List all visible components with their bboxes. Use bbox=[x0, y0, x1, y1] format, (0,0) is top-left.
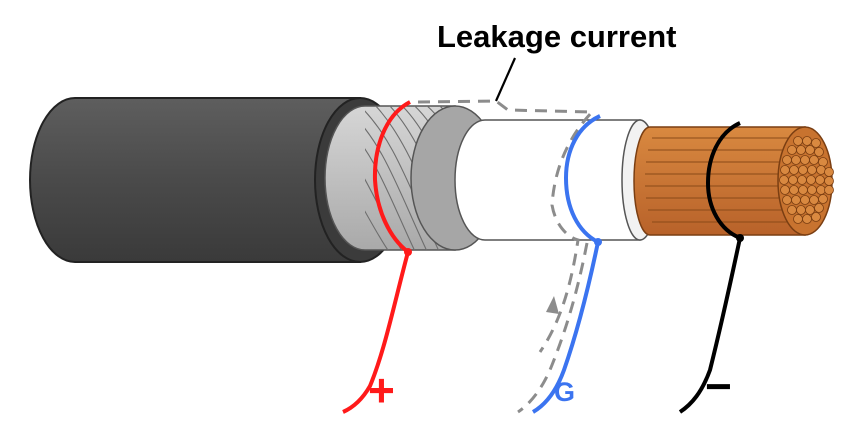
copper-conductor bbox=[633, 126, 834, 236]
guard-terminal-label: G bbox=[554, 377, 575, 407]
leakage-current-path bbox=[417, 99, 596, 414]
negative-lead bbox=[678, 121, 744, 414]
leakage-callout-line bbox=[494, 57, 517, 102]
positive-terminal-label: + bbox=[368, 364, 395, 416]
leakage-current-label: Leakage current bbox=[437, 19, 677, 54]
guard-lead bbox=[531, 114, 602, 414]
negative-terminal-label: − bbox=[705, 360, 732, 412]
positive-lead bbox=[342, 100, 412, 414]
cable-insulation bbox=[454, 119, 659, 241]
leakage-arrow-icon bbox=[546, 296, 559, 314]
